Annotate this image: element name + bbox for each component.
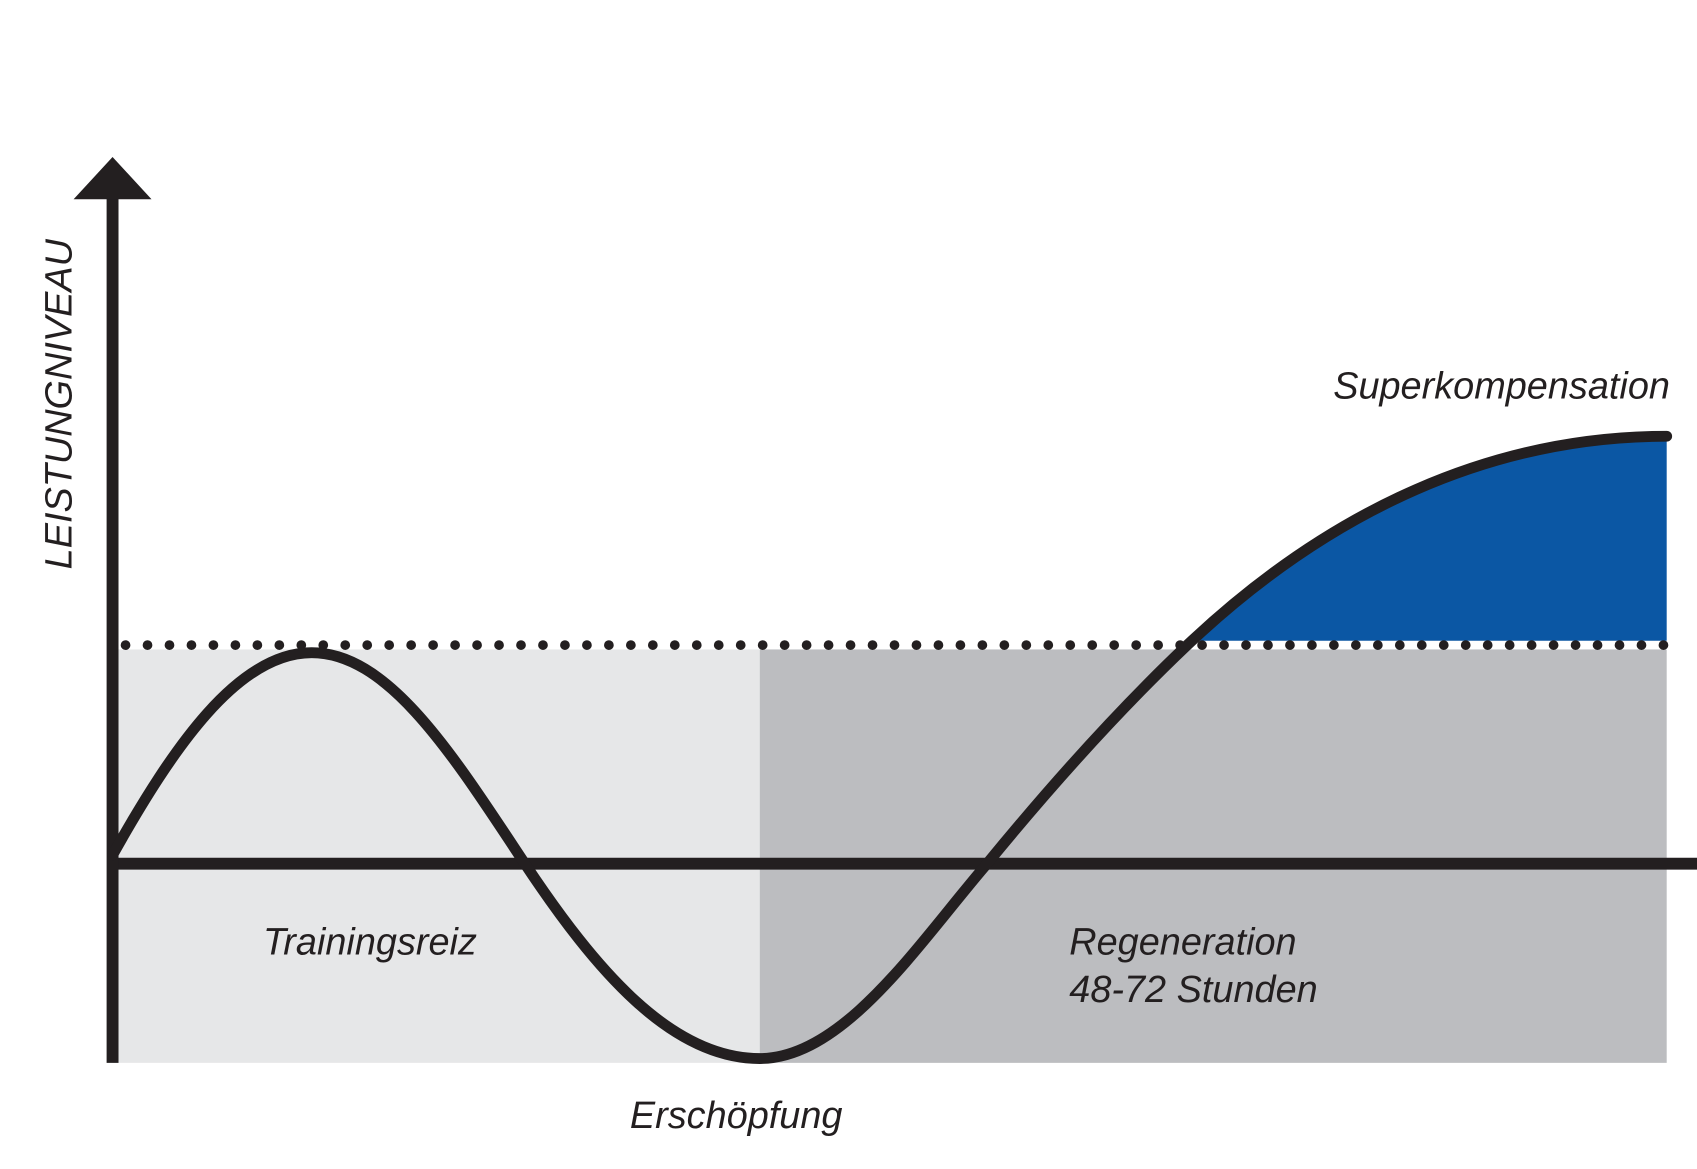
trainingsreiz-label: Trainingsreiz bbox=[263, 922, 477, 964]
erschoepfung-label: Erschöpfung bbox=[630, 1095, 843, 1137]
y-axis-label: LEISTUNGNIVEAU bbox=[38, 238, 80, 569]
superkompensation-area bbox=[1187, 436, 1667, 646]
regeneration-duration-label: 48-72 Stunden bbox=[1069, 969, 1317, 1011]
superkompensation-label: Superkompensation bbox=[1333, 365, 1670, 407]
training-zone bbox=[112, 649, 760, 1063]
y-axis-arrow-icon bbox=[73, 157, 152, 200]
regeneration-label: Regeneration bbox=[1069, 922, 1296, 964]
performance-curve bbox=[107, 430, 1673, 1064]
regeneration-zone bbox=[759, 649, 1667, 1063]
